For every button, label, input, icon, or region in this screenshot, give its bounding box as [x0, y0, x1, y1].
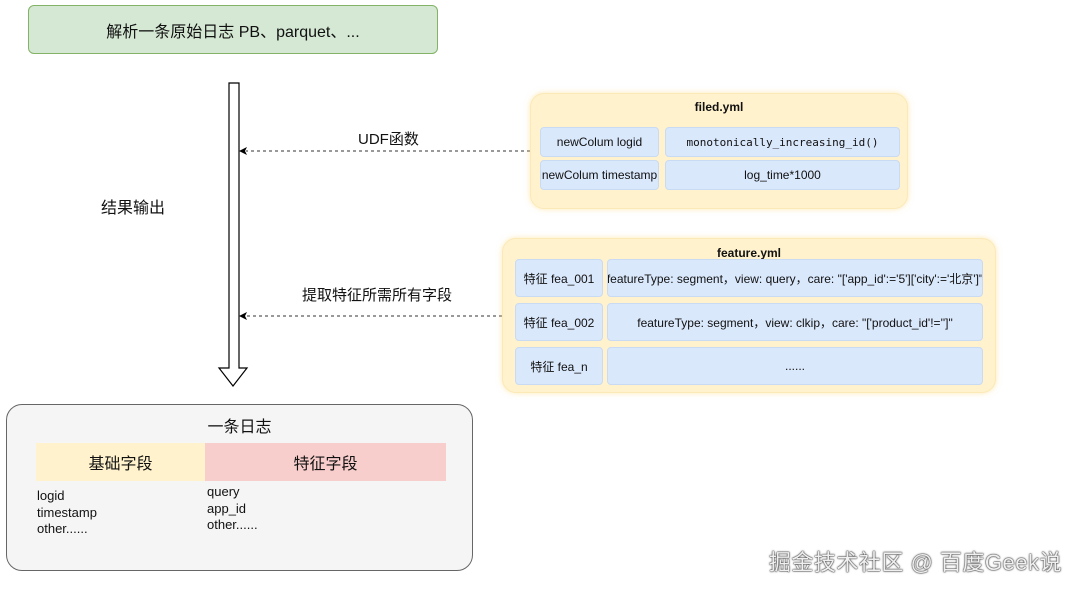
feature-field-item: other...... [207, 517, 258, 532]
filed-row-2-key: newColum timestamp [540, 160, 659, 190]
basic-field-item: timestamp [37, 504, 97, 520]
log-record-title: 一条日志 [207, 419, 272, 436]
feature-fields-header: 特征字段 [205, 443, 446, 481]
feature-yml-panel: feature.yml 特征 fea_001 featureType: segm… [502, 238, 996, 393]
source-log-box: 解析一条原始日志 PB、parquet、... [28, 5, 438, 54]
feature-row-3-value: ...... [607, 347, 983, 385]
feature-row-3-key: 特征 fea_n [515, 347, 603, 385]
source-log-text: 解析一条原始日志 PB、parquet、... [106, 23, 360, 41]
feature-fields-list: query app_id other...... [207, 484, 258, 534]
feature-row-2-key: 特征 fea_002 [515, 303, 603, 341]
feature-field-item: query [207, 484, 240, 499]
filed-yml-panel: filed.yml newColum logid monotonically_i… [530, 93, 908, 209]
udf-arrow-head [239, 147, 247, 155]
feature-row-2-value: featureType: segment，view: clkip，care: "… [607, 303, 983, 341]
basic-fields-header: 基础字段 [36, 443, 205, 481]
extract-arrow-head [239, 312, 247, 320]
log-record-box: 一条日志 基础字段 特征字段 logid timestamp other....… [6, 404, 473, 571]
basic-fields-header-label: 基础字段 [88, 456, 153, 473]
basic-fields-list: logid timestamp other...... [37, 488, 97, 538]
result-output-arrow [217, 82, 249, 387]
filed-row-1-value: monotonically_increasing_id() [665, 127, 900, 157]
result-output-label: 结果输出 [101, 200, 166, 217]
feature-yml-title: feature.yml [716, 246, 782, 260]
extract-label: 提取特征所需所有字段 [302, 287, 453, 304]
feature-field-item: app_id [207, 500, 247, 516]
basic-field-item: logid [37, 488, 65, 503]
udf-label: UDF函数 [358, 131, 419, 148]
feature-row-1-key: 特征 fea_001 [515, 259, 603, 297]
basic-field-item: other...... [37, 521, 88, 536]
watermark: 掘金技术社区 @ 百度Geek说 [768, 550, 1062, 575]
filed-yml-title: filed.yml [694, 100, 744, 114]
feature-row-1-value: featureType: segment，view: query，care: "… [607, 259, 983, 297]
feature-fields-header-label: 特征字段 [293, 456, 358, 473]
filed-row-2-value: log_time*1000 [665, 160, 900, 190]
filed-row-1-key: newColum logid [540, 127, 659, 157]
